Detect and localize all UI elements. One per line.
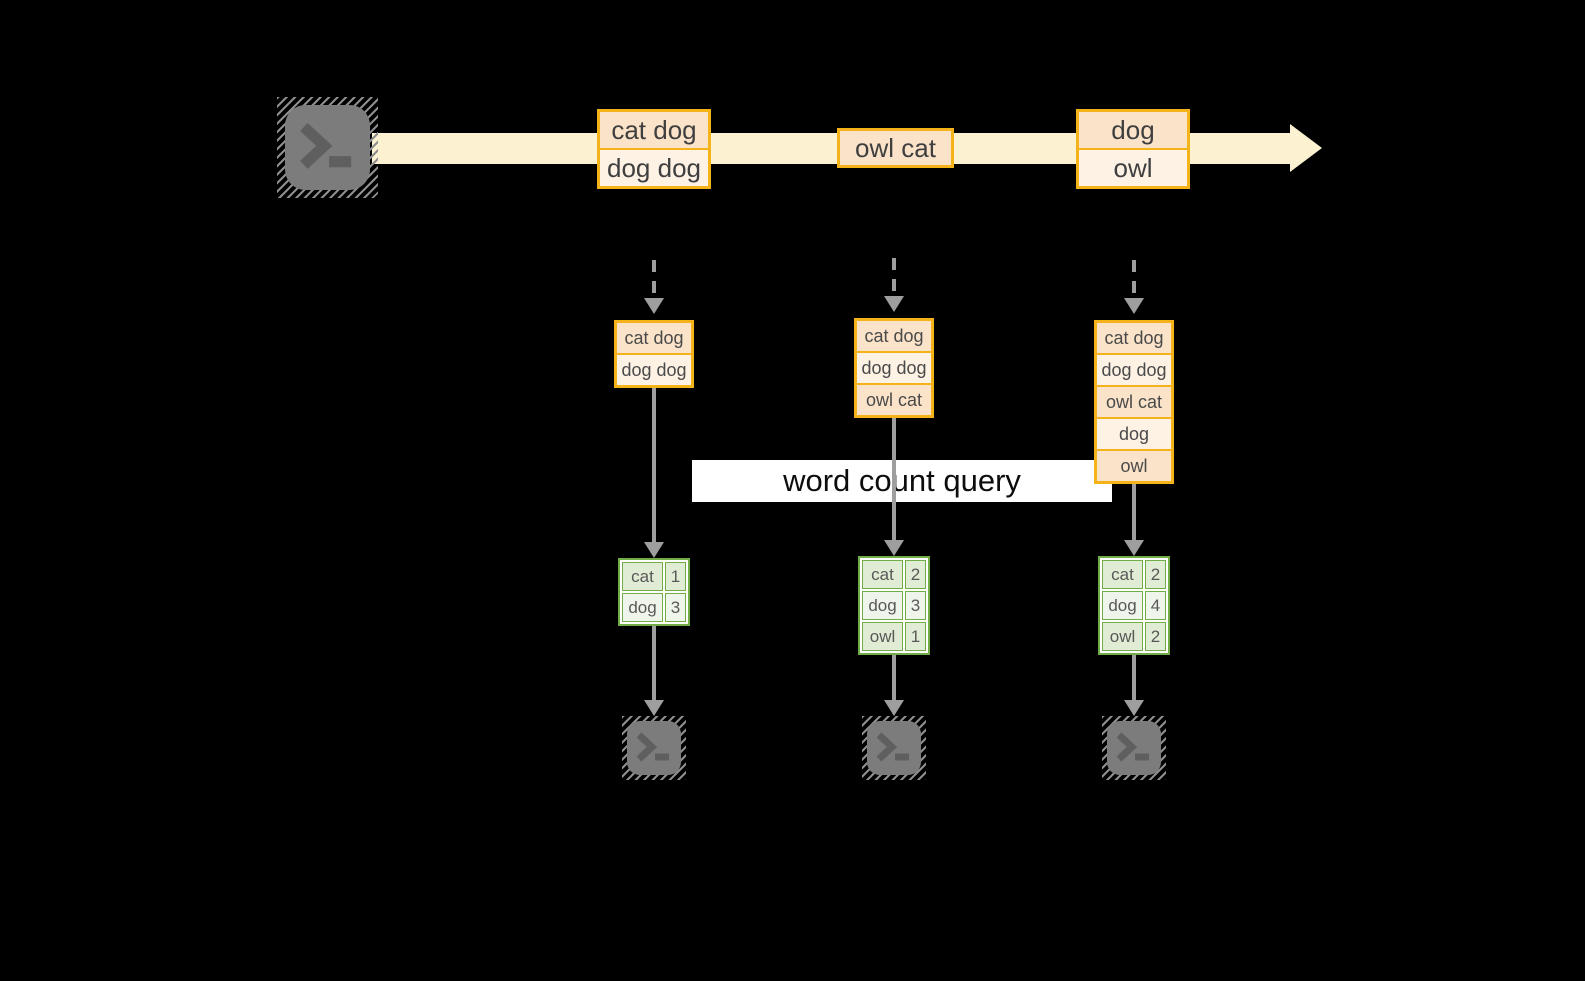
buffer-record: cat dog <box>617 323 691 353</box>
ingest-arrow <box>884 258 904 312</box>
count-cell: 3 <box>905 591 926 620</box>
query-banner: word count query <box>692 460 1112 502</box>
word-cell: dog <box>622 593 663 622</box>
sink-terminal-icon <box>1102 716 1166 780</box>
record-buffer: cat dog dog dog owl cat dog owl <box>1094 320 1174 484</box>
word-cell: owl <box>862 622 903 651</box>
buffer-record: cat dog <box>1097 323 1171 353</box>
count-cell: 1 <box>665 562 686 591</box>
output-arrow <box>644 622 664 716</box>
stream-record-group: dog owl <box>1076 109 1190 189</box>
query-label: word count query <box>783 463 1021 498</box>
count-cell: 1 <box>905 622 926 651</box>
record-buffer: cat dog dog dog owl cat <box>854 318 934 418</box>
buffer-record: cat dog <box>857 321 931 351</box>
output-arrow <box>1124 652 1144 716</box>
stream-record: owl cat <box>840 131 951 165</box>
stream-record-group: cat dog dog dog <box>597 109 711 189</box>
buffer-record: dog dog <box>1097 353 1171 385</box>
count-table: cat 2 dog 3 owl 1 <box>858 556 930 655</box>
buffer-record: owl cat <box>1097 385 1171 417</box>
count-cell: 3 <box>665 593 686 622</box>
word-cell: owl <box>1102 622 1143 651</box>
word-cell: dog <box>862 591 903 620</box>
ingest-arrow <box>1124 260 1144 314</box>
ingest-arrow <box>644 260 664 314</box>
stream-arrow-head <box>1290 124 1322 172</box>
source-terminal-icon <box>277 97 378 198</box>
count-cell: 2 <box>1145 622 1166 651</box>
word-cell: dog <box>1102 591 1143 620</box>
count-table: cat 1 dog 3 <box>618 558 690 626</box>
terminal-prompt-icon <box>1116 732 1149 762</box>
query-arrow <box>884 418 904 556</box>
count-table: cat 2 dog 4 owl 2 <box>1098 556 1170 655</box>
buffer-record: owl cat <box>857 383 931 415</box>
stream-record: owl <box>1079 148 1187 186</box>
record-buffer: cat dog dog dog <box>614 320 694 388</box>
buffer-record: dog <box>1097 417 1171 449</box>
count-cell: 2 <box>1145 560 1166 589</box>
sink-terminal-icon <box>622 716 686 780</box>
buffer-record: dog dog <box>617 353 691 385</box>
terminal-prompt-icon <box>636 732 669 762</box>
query-arrow <box>1124 484 1144 556</box>
terminal-prompt-icon <box>876 732 909 762</box>
stream-record: cat dog <box>600 112 708 148</box>
buffer-record: owl <box>1097 449 1171 481</box>
word-cell: cat <box>862 560 903 589</box>
count-cell: 4 <box>1145 591 1166 620</box>
buffer-record: dog dog <box>857 351 931 383</box>
word-cell: cat <box>622 562 663 591</box>
stream-record: dog dog <box>600 148 708 186</box>
stream-record-group: owl cat <box>837 128 954 168</box>
word-cell: cat <box>1102 560 1143 589</box>
terminal-prompt-icon <box>300 122 352 169</box>
output-arrow <box>884 652 904 716</box>
sink-terminal-icon <box>862 716 926 780</box>
query-arrow <box>644 388 664 558</box>
stream-record: dog <box>1079 112 1187 148</box>
count-cell: 2 <box>905 560 926 589</box>
